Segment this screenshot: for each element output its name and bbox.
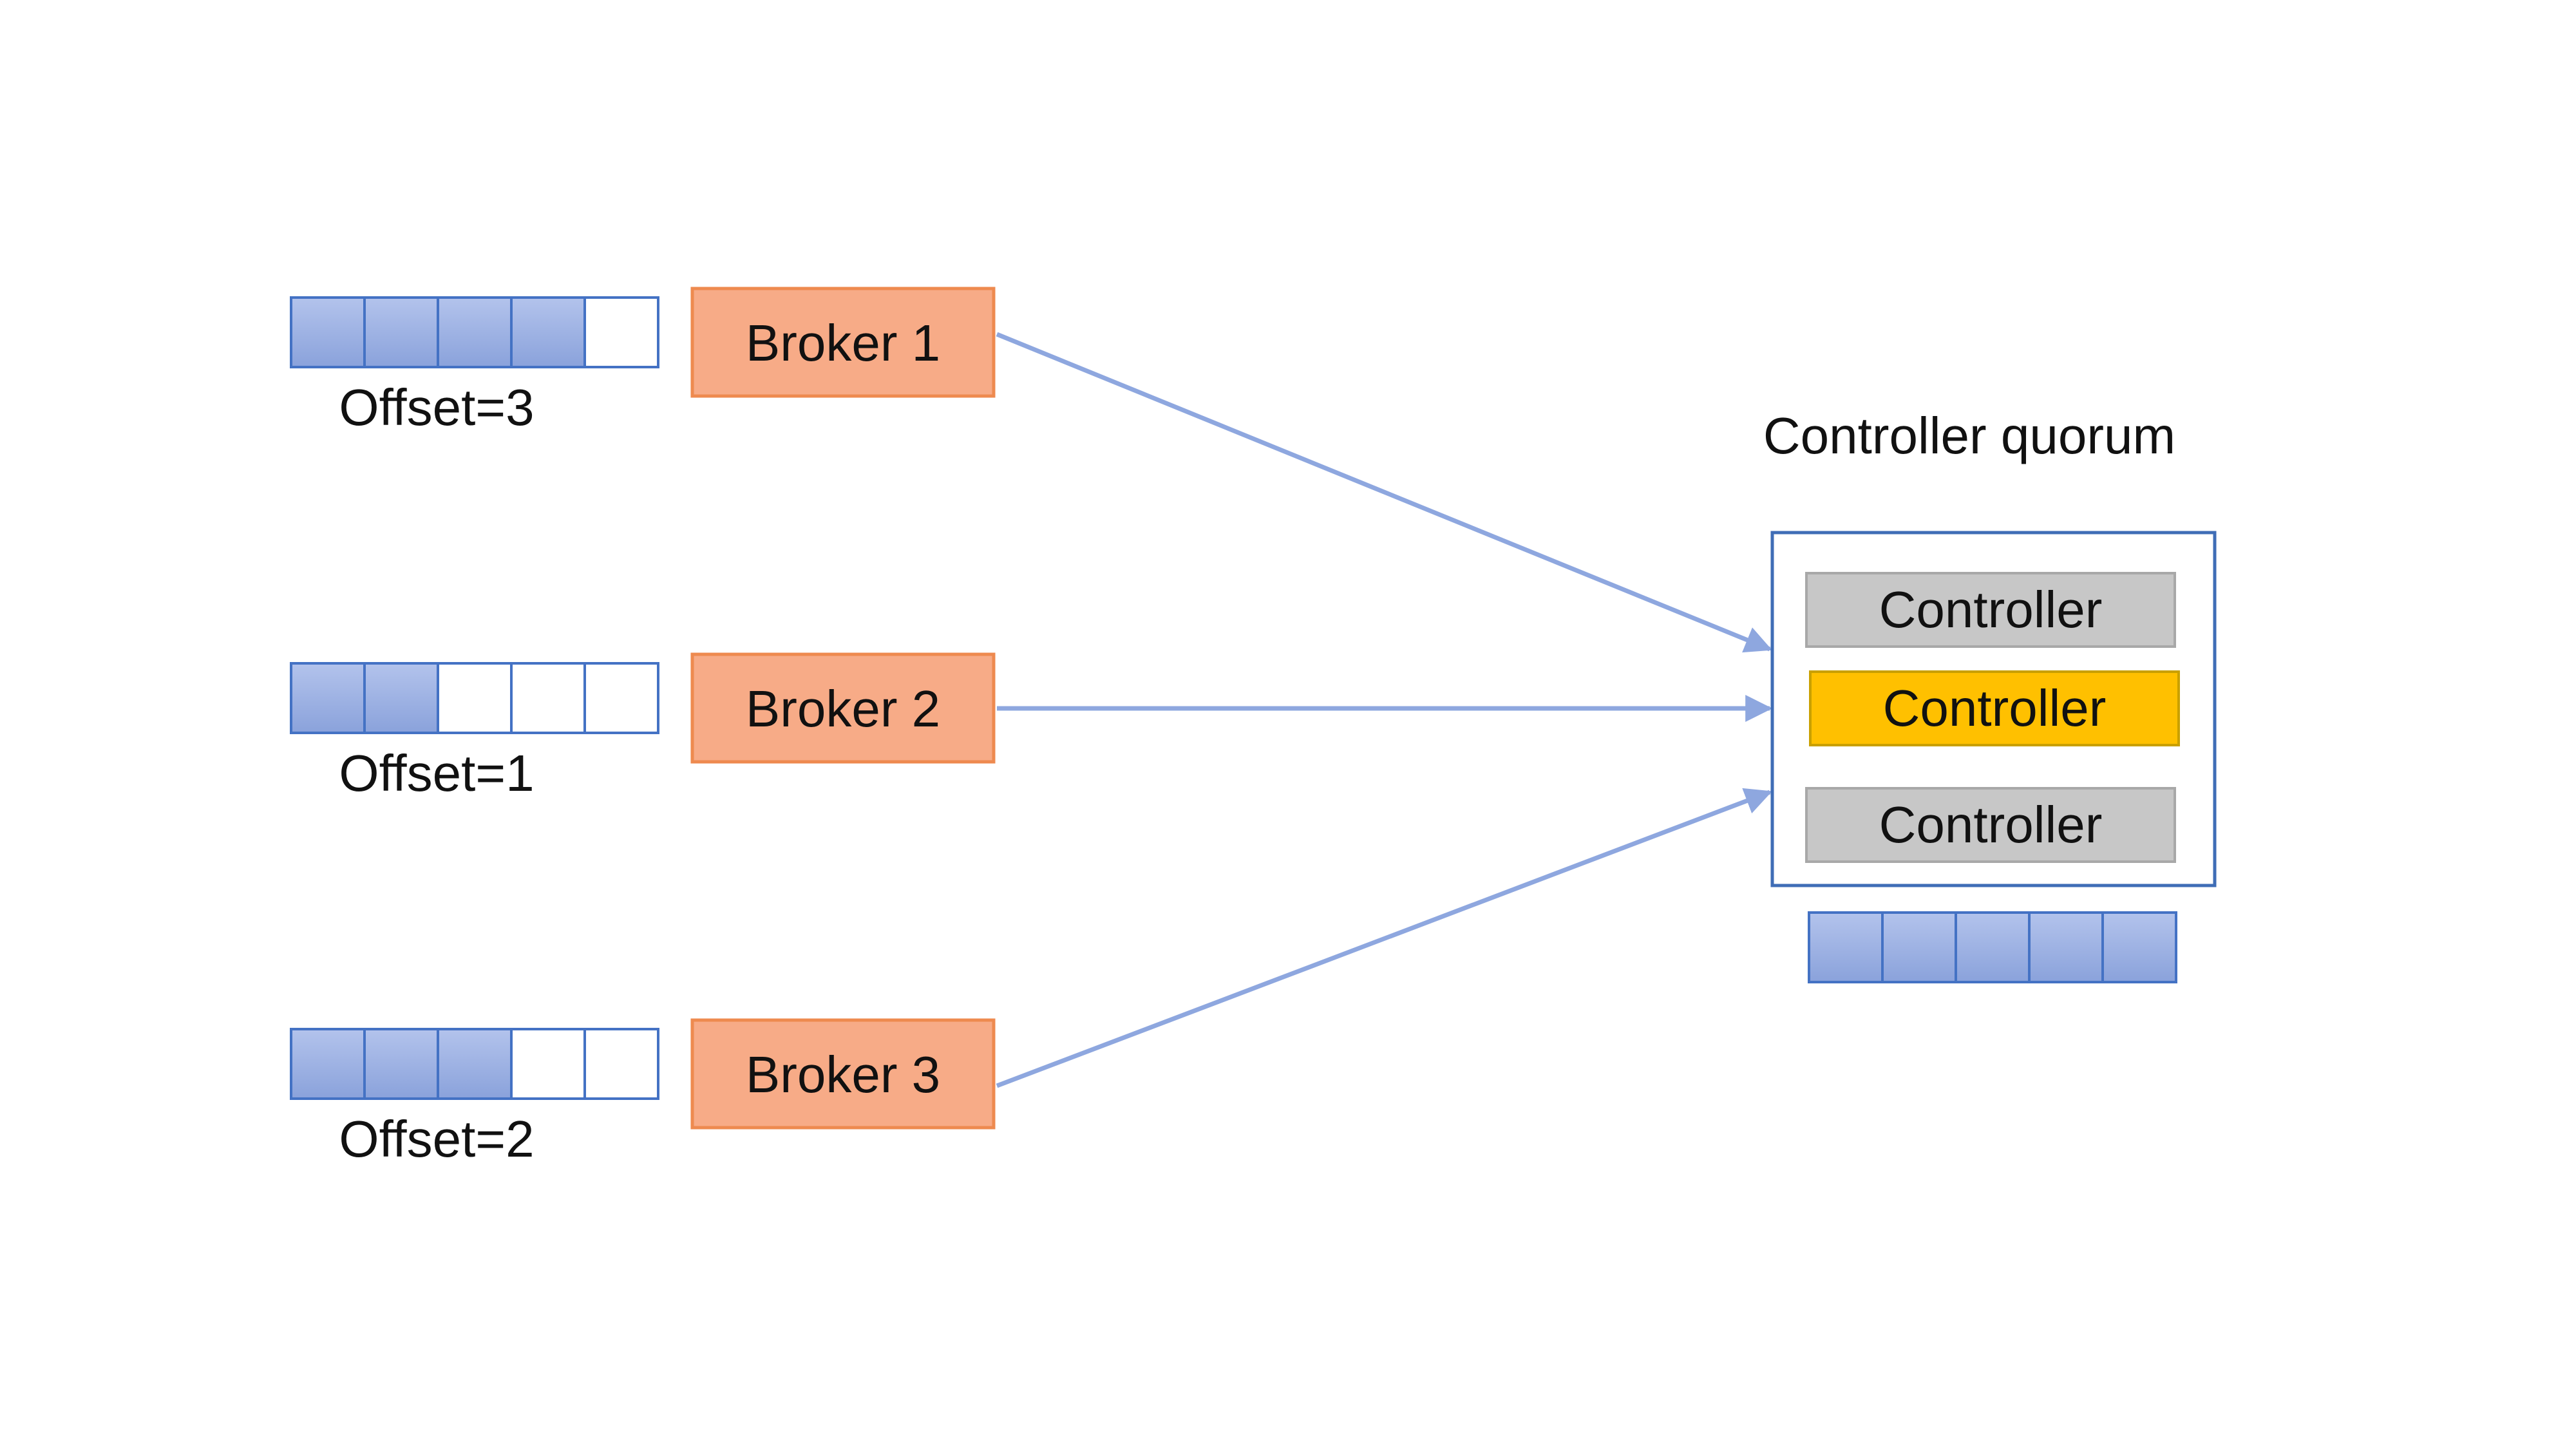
broker-3-log-slot-1-filled xyxy=(290,1028,366,1100)
broker-2-log xyxy=(290,662,659,734)
broker-3-label: Broker 3 xyxy=(746,1046,940,1103)
broker-row-2: Offset=1 Broker 2 xyxy=(290,652,996,802)
broker-3-log-slot-4-empty xyxy=(510,1028,586,1100)
controller-1-box xyxy=(1805,572,2176,648)
broker-1-log-slot-4-filled xyxy=(510,296,586,368)
controller-quorum: Controller quorum Controller Controller … xyxy=(1763,407,2217,983)
broker-2-log-slot-2-filled xyxy=(363,662,439,734)
broker-3-log-slot-2-filled xyxy=(363,1028,439,1100)
broker-1-log-slot-5-empty xyxy=(583,296,659,368)
broker-2-log-slot-4-empty xyxy=(510,662,586,734)
controller-1-label: Controller xyxy=(1879,581,2103,638)
arrow-broker-3-to-quorum xyxy=(996,788,1772,1088)
broker-1-log xyxy=(290,296,659,368)
quorum-log-slot-3-filled xyxy=(1955,911,2031,983)
broker-1-label: Broker 1 xyxy=(746,314,940,372)
controller-2-label: Controller xyxy=(1883,679,2107,737)
broker-2-box xyxy=(690,652,996,764)
controller-2-leader-box xyxy=(1809,670,2180,746)
quorum-log xyxy=(1808,911,2177,983)
broker-1-offset-label: Offset=3 xyxy=(339,379,534,436)
broker-3-log-slot-5-empty xyxy=(583,1028,659,1100)
broker-1-log-slot-1-filled xyxy=(290,296,366,368)
quorum-log-slot-1-filled xyxy=(1808,911,1884,983)
broker-2-log-slot-1-filled xyxy=(290,662,366,734)
controller-3-label: Controller xyxy=(1879,796,2103,853)
broker-2-offset-label: Offset=1 xyxy=(339,744,534,802)
broker-2-log-slot-5-empty xyxy=(583,662,659,734)
controller-3-box xyxy=(1805,787,2176,863)
broker-3-offset-label: Offset=2 xyxy=(339,1110,534,1168)
broker-row-3: Offset=2 Broker 3 xyxy=(290,1018,996,1168)
broker-1-log-slot-3-filled xyxy=(437,296,513,368)
broker-2-log-slot-3-empty xyxy=(437,662,513,734)
broker-row-1: Offset=3 Broker 1 xyxy=(290,287,996,436)
quorum-log-slot-2-filled xyxy=(1881,911,1957,983)
broker-3-log xyxy=(290,1028,659,1100)
quorum-title: Controller quorum xyxy=(1763,407,2175,464)
quorum-log-slot-4-filled xyxy=(2028,911,2104,983)
broker-2-label: Broker 2 xyxy=(746,680,940,737)
arrow-broker-1-to-quorum xyxy=(996,332,1772,653)
broker-1-box xyxy=(690,287,996,398)
broker-3-log-slot-3-filled xyxy=(437,1028,513,1100)
quorum-log-slot-5-filled xyxy=(2101,911,2177,983)
broker-1-log-slot-2-filled xyxy=(363,296,439,368)
broker-3-box xyxy=(690,1018,996,1130)
